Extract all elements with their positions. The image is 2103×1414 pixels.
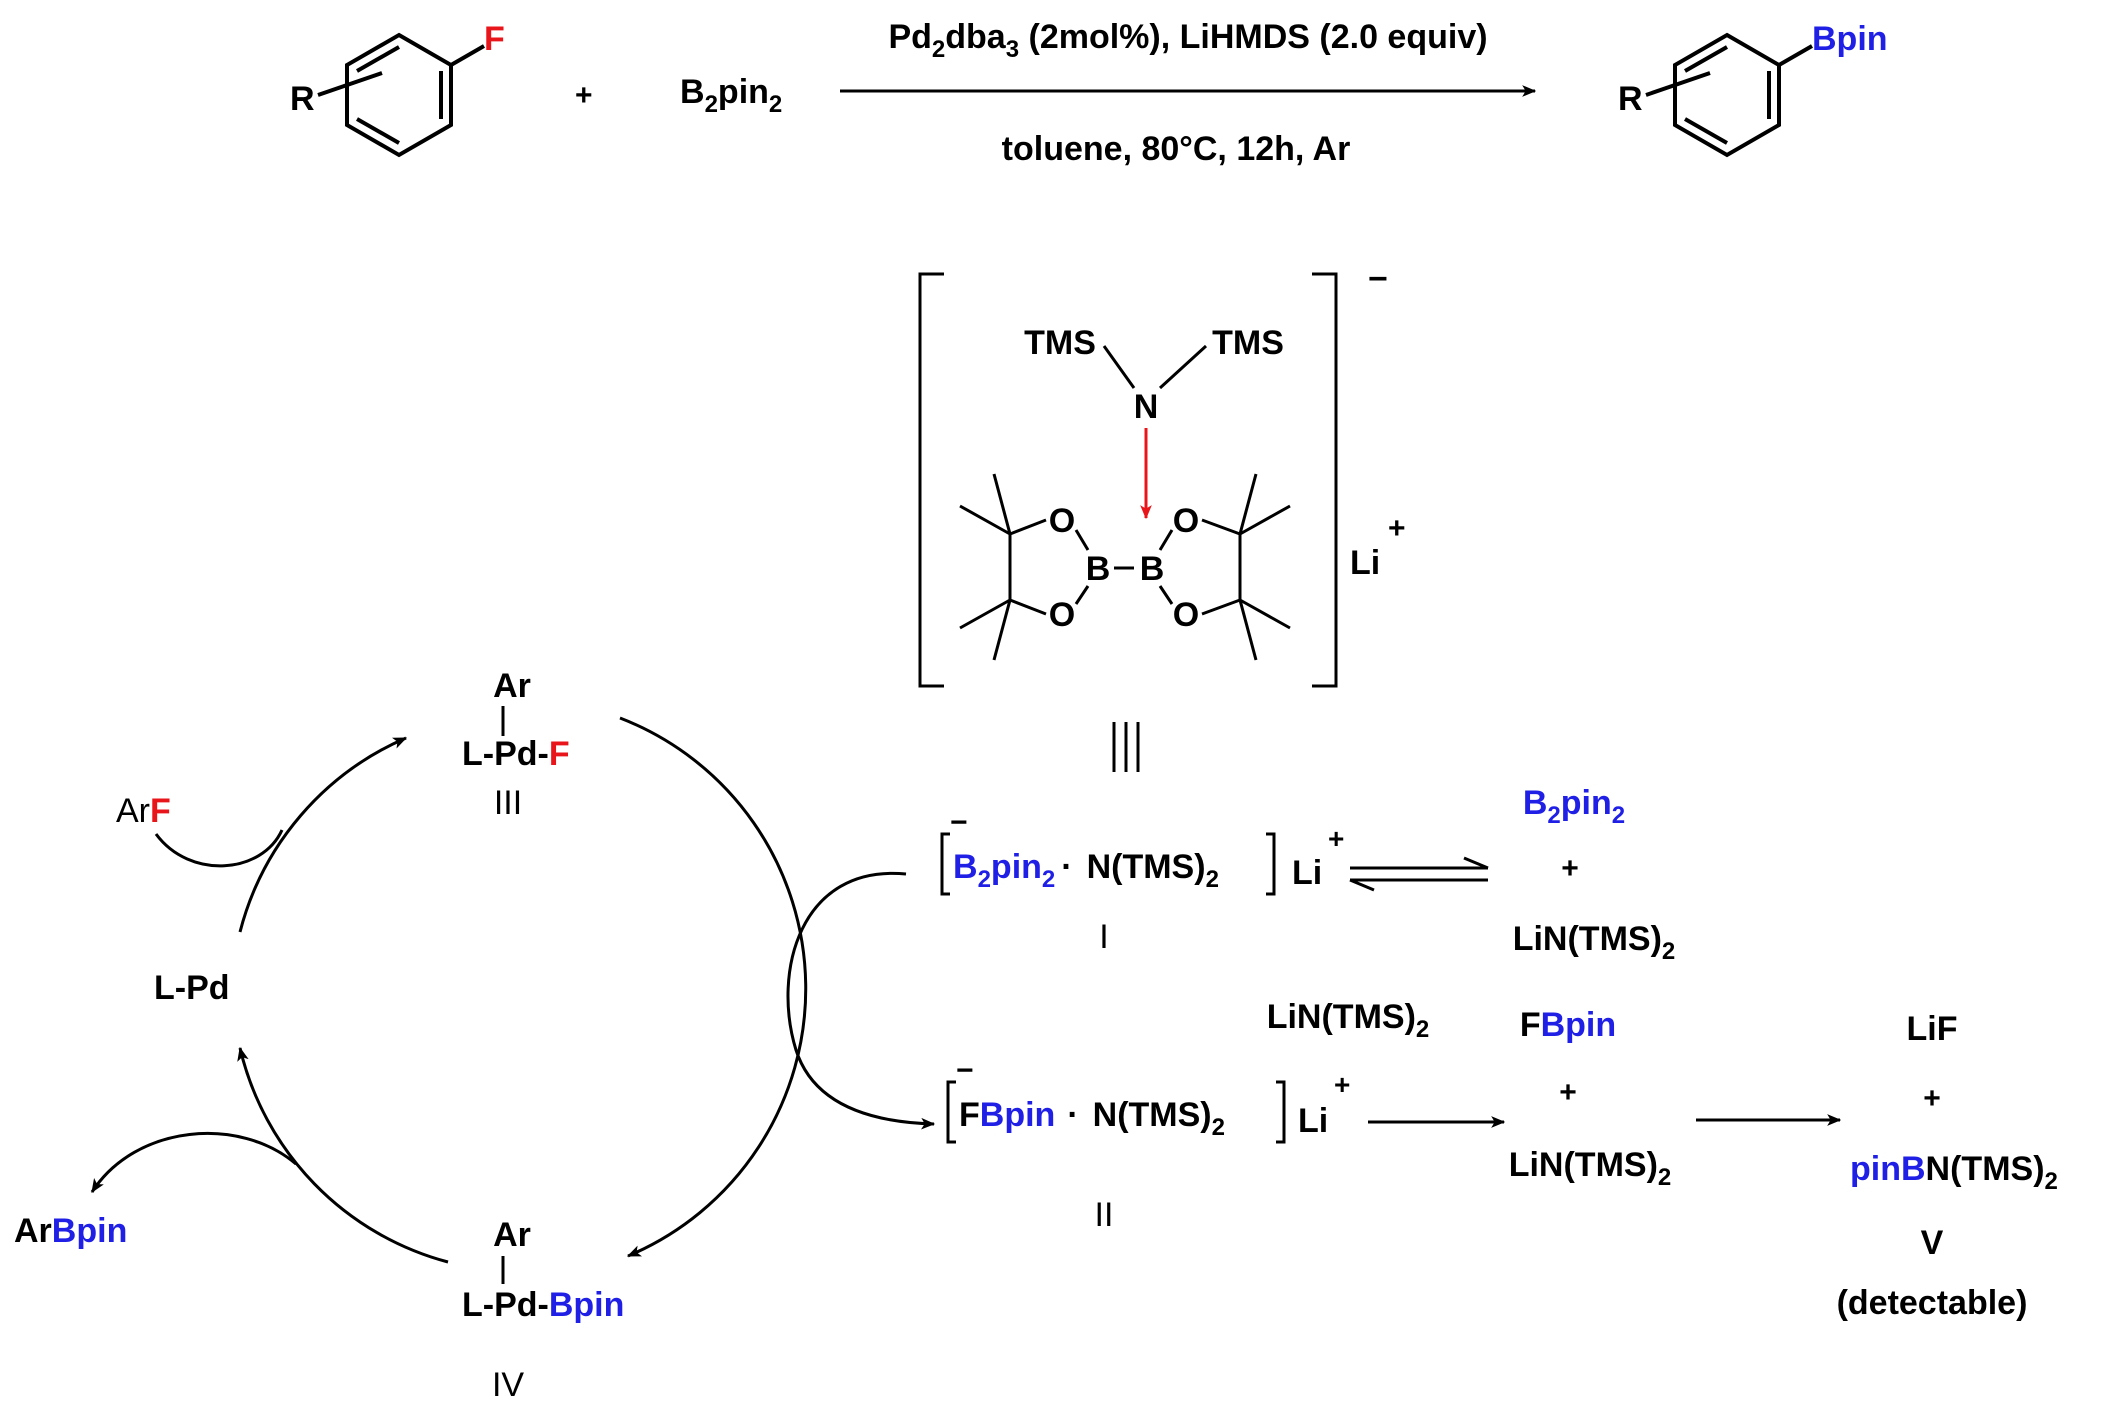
plus-sign: +: [1559, 1076, 1577, 1109]
lihmds-reagent: LiN(TMS)2: [1267, 998, 1430, 1043]
bpin-label: Bpin: [1812, 20, 1888, 58]
arc-oxidative-addition: [238, 736, 408, 933]
conditions-solvent: toluene, 80°C, 12h, Ar: [1002, 130, 1351, 168]
reagent-b2pin2: B2pin2: [680, 73, 782, 118]
label-iv: IV: [492, 1366, 524, 1404]
boron-atom: B: [1086, 550, 1111, 588]
pd-fluoride-complex-iii: Ar L-Pd-F III: [462, 667, 570, 822]
bracket-left: [946, 1080, 956, 1144]
lithium-charge: +: [1328, 823, 1344, 854]
b2pin2-adduct-formula: B2pin2·N(TMS)2: [953, 848, 1219, 893]
boron-atom: B: [1140, 550, 1165, 588]
label-iii: III: [494, 784, 522, 822]
oxygen-atom: O: [1049, 596, 1075, 634]
free-b2pin2: B2pin2: [1523, 784, 1625, 829]
fbpin: FBpin: [1520, 1006, 1616, 1044]
lithium-counterion: Li: [1292, 854, 1322, 892]
equivalence-symbol: [1112, 722, 1140, 772]
oxygen-atom: O: [1173, 502, 1199, 540]
bracket-right: [1312, 272, 1338, 688]
oxygen-atom: O: [1049, 502, 1075, 540]
benzene-ring-left: [317, 32, 485, 158]
bracket-left: [940, 832, 950, 896]
intermediate-ii: − FBpin·N(TMS)2 Li + II: [946, 1054, 1350, 1234]
pd-boryl-formula: L-Pd-Bpin: [462, 1286, 624, 1324]
final-products: LiF + pinBN(TMS)2 V (detectable): [1837, 1010, 2058, 1322]
lihmds: LiN(TMS)2: [1513, 920, 1676, 965]
aryl-fluoride-reactant: ArF: [116, 792, 171, 830]
pinb-amide: pinBN(TMS)2: [1850, 1150, 2058, 1195]
plus-sign: +: [575, 79, 593, 112]
bracket-left: [918, 272, 944, 688]
arc-arbpin-exit: [90, 1131, 297, 1193]
label-ii: II: [1095, 1196, 1114, 1234]
equilibrium-arrows: [1349, 856, 1489, 892]
aryl-label: Ar: [493, 1216, 531, 1254]
charge-minus: −: [950, 806, 968, 839]
pinacol-boron-left: O O B: [959, 473, 1111, 661]
oxygen-atom: O: [1173, 596, 1199, 634]
lithium-counterion: Li: [1350, 544, 1380, 582]
conditions-catalyst: Pd2dba3 (2mol%), LiHMDS (2.0 equiv): [888, 18, 1487, 63]
lihmds: LiN(TMS)2: [1509, 1146, 1672, 1191]
pd-boryl-complex-iv: Ar L-Pd-Bpin IV: [462, 1216, 624, 1404]
ate-complex: − Li + TMS TMS N O O B: [918, 260, 1406, 688]
intermediate-i: − B2pin2·N(TMS)2 Li + I: [940, 806, 1344, 956]
bracket-right: [1276, 1080, 1286, 1144]
pd-fluoride-formula: L-Pd-F: [462, 735, 570, 773]
lithium-counterion: Li: [1298, 1102, 1328, 1140]
substituent-r-product: R: [1618, 80, 1643, 118]
lithium-fluoride: LiF: [1907, 1010, 1958, 1048]
n-tms-bonds: [1102, 344, 1208, 390]
benzene-ring-right: [1645, 32, 1813, 158]
pd-zero-catalyst: L-Pd: [154, 969, 230, 1007]
fbpin-products: FBpin + LiN(TMS)2: [1509, 1006, 1672, 1191]
arc-transmetalation: [619, 716, 808, 1258]
aryl-label: Ar: [493, 667, 531, 705]
fluorine-label: F: [484, 20, 505, 58]
aryl-bpin-product: ArBpin: [14, 1212, 127, 1250]
tms-left: TMS: [1024, 324, 1096, 362]
label-v: V: [1921, 1224, 1944, 1262]
arc-arf-entry: [154, 829, 284, 868]
nitrogen-atom: N: [1134, 388, 1159, 426]
complex-charge: −: [1368, 260, 1388, 298]
plus-sign: +: [1923, 1082, 1941, 1115]
lithium-charge: +: [1334, 1069, 1350, 1100]
equilibrium-products: B2pin2 + LiN(TMS)2: [1513, 784, 1676, 965]
detectable-note: (detectable): [1837, 1284, 2028, 1322]
catalytic-cycle-arcs: [90, 716, 936, 1264]
bracket-right: [1266, 832, 1276, 896]
fbpin-adduct-formula: FBpin·N(TMS)2: [959, 1096, 1225, 1141]
arc-reductive-elimination: [237, 1046, 449, 1264]
substituent-r: R: [290, 80, 315, 118]
pinacol-boron-right: O O B: [1140, 473, 1291, 661]
lithium-charge: +: [1388, 512, 1406, 545]
substrate-aryl-fluoride: R F: [290, 20, 505, 158]
plus-sign: +: [1561, 852, 1579, 885]
label-i: I: [1099, 918, 1108, 956]
arc-cofactor-shuttle: [786, 871, 936, 1130]
product-aryl-boronate: R Bpin: [1618, 20, 1888, 158]
charge-minus: −: [956, 1054, 974, 1087]
tms-right: TMS: [1212, 324, 1284, 362]
